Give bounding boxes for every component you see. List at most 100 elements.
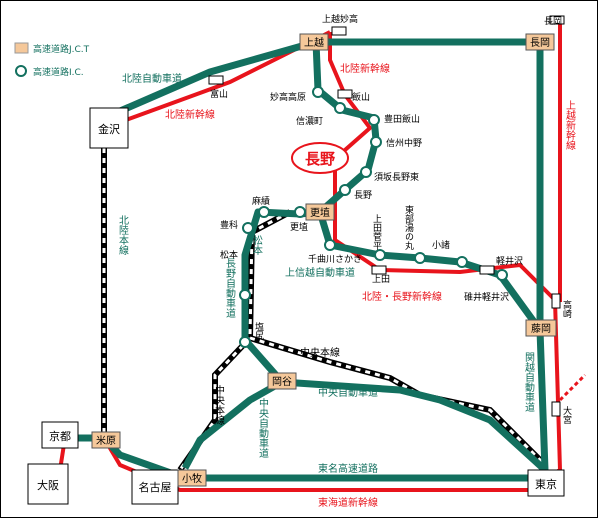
ic-suzaka: 須坂長野東 [374,171,419,183]
line-labels: 北陸自動車道 北陸新幹線 北陸新幹線 北陸本線 上越新幹線 上信越自動車道 北陸… [117,62,576,509]
station-karuizawa: 軽井沢 [496,255,523,267]
ic-ueda-sugadaira-marker [374,249,386,261]
ic-nagano-marker [339,184,351,196]
ic-komoro: 小諸 [432,239,450,251]
legend-ic-label: 高速道路I.C. [33,66,84,78]
ic-usui: 碓井軽井沢 [464,291,509,303]
ic-suzaka-marker [360,166,372,178]
station-toyama-marker [208,75,224,85]
label-chuo-honsen-west: 中央本線 [213,384,225,425]
station-ueda: 上田 [372,274,390,285]
station-toyama: 富山 [210,88,228,100]
jct-okaya-box [267,372,297,390]
city-tokyo-box [527,469,565,497]
legend-jct-label: 高速道路J.C.T [33,43,90,55]
label-tokaido-shinkansen: 東海道新幹線 [318,496,378,509]
ic-kohshoku-marker [294,206,306,218]
nagano-highlight-label: 長野 [305,150,335,168]
ic-kohshoku: 更埴 [290,221,308,233]
jct-okaya: 岡谷 [272,376,292,388]
label-joetsu-shinkansen: 上越新幹線 [564,100,576,150]
jct-nagaoka: 長岡 [530,37,550,49]
label-joshinetsu-expressway: 上信越自動車道 [285,266,355,279]
ic-shiojiri: 塩尻 [253,321,264,341]
jct-komaki: 小牧 [182,472,202,485]
label-chuo-expressway: 中央自動車道 [318,386,378,399]
label-chuo-honsen: 中央本線 [300,346,340,359]
jct-joetsu-box [299,33,329,51]
branch-line-omiya [558,373,587,402]
label-hokuriku-nagano-shinkansen: 北陸・長野新幹線 [362,290,442,303]
ic-shiojiri-marker [239,336,251,348]
station-joetsu-myoko-marker [331,26,347,36]
city-kyoto: 京都 [49,429,71,443]
ic-shinshu-nakano-marker [370,136,382,148]
label-hokuriku-shinkansen-n: 北陸新幹線 [340,62,390,75]
station-labels: 上越妙高 長岡 富山 飯山 上田 軽井沢 高崎 大宮 [210,13,572,425]
jct-komaki-box [177,469,207,487]
legend: 高速道路J.C.T 高速道路I.C. [14,42,90,78]
station-takasaki-marker [551,293,561,309]
ic-toyota-iiyama: 豊田飯山 [384,113,420,125]
ic-nagano: 長野 [354,190,372,201]
label-kanetsu-expressway: 関越自動車道 [523,352,535,412]
jct-joetsu: 上越 [304,36,324,49]
jct-koshoku: 更埴 [310,206,330,219]
station-nagaoka-top: 長岡 [544,16,562,27]
ic-matsumoto: 松本 [220,249,238,261]
ic-labels: 妙高高原 信濃町 豊田飯山 信州中野 須坂長野東 長野 麻績 豊科 更埴 松本 … [220,91,509,341]
cities: 金沢 京都 大阪 名古屋 東京 [27,107,565,505]
station-karuizawa-marker [479,265,495,275]
station-iiyama-marker [337,89,353,99]
ic-chikuma: 千曲川さかき [308,254,362,265]
station-ueda-marker [371,265,387,275]
legend-jct-swatch [14,42,29,54]
label-hokuriku-shinkansen-w: 北陸新幹線 [165,108,215,121]
ic-toyota-iiyama-marker [368,114,380,126]
city-nagoya-box [131,469,179,505]
label-hokuriku-expressway: 北陸自動車道 [122,72,182,85]
legend-ic-swatch [15,65,27,77]
ic-omi-marker [258,206,270,218]
label-tomei-expressway: 東名高速道路 [318,462,378,475]
label-chuo-expressway-west: 中央自動車道 [257,397,269,458]
ic-komoro-marker [456,256,468,268]
jct-fujioka: 藤岡 [531,323,551,335]
ic-omi: 麻績 [252,195,270,207]
station-joetsu-myoko: 上越妙高 [322,13,358,25]
station-omiya: 大宮 [561,405,572,425]
jct-maibara-box [91,431,121,449]
ic-toyoshina: 豊科 [220,219,238,231]
jct-maibara: 米原 [96,434,116,447]
jct-fujioka-box [525,319,557,337]
jct-nagaoka-box [525,33,555,51]
city-osaka: 大阪 [37,478,59,492]
city-kanazawa: 金沢 [98,122,120,136]
ic-tobu-yunomaru: 東部湯の丸 [403,204,414,251]
station-takasaki: 高崎 [561,299,572,318]
station-nagaoka-marker [549,15,565,25]
station-markers [208,15,565,417]
ic-usui-marker [496,269,508,281]
label-nagano-expressway: 長野自動車道 [224,258,236,318]
nagano-highlight: 長野 [291,142,349,174]
ic-myoko-kogen-marker [312,86,324,98]
label-hokuriku-honsen: 北陸本線 [117,215,129,255]
ic-ueda-sugadaira: 上田菅平 [371,214,382,251]
jcts: 上越 長岡 更埴 岡谷 藤岡 米原 小牧 [91,33,557,487]
station-omiya-marker [551,401,561,417]
city-tokyo: 東京 [535,477,557,491]
label-shinonoi-line: 松本 [251,234,263,256]
ic-toyoshina-marker [242,222,254,234]
ic-matsumoto-marker [239,289,251,301]
city-osaka-box [27,463,69,505]
ic-tobu-yunomaru-marker [414,252,426,264]
station-iiyama: 飯山 [352,91,370,103]
ic-chikuma-marker [324,239,336,251]
ic-shinshu-nakano: 信州中野 [386,137,422,149]
ic-markers [239,86,508,348]
ic-shinanomachi-marker [334,102,346,114]
